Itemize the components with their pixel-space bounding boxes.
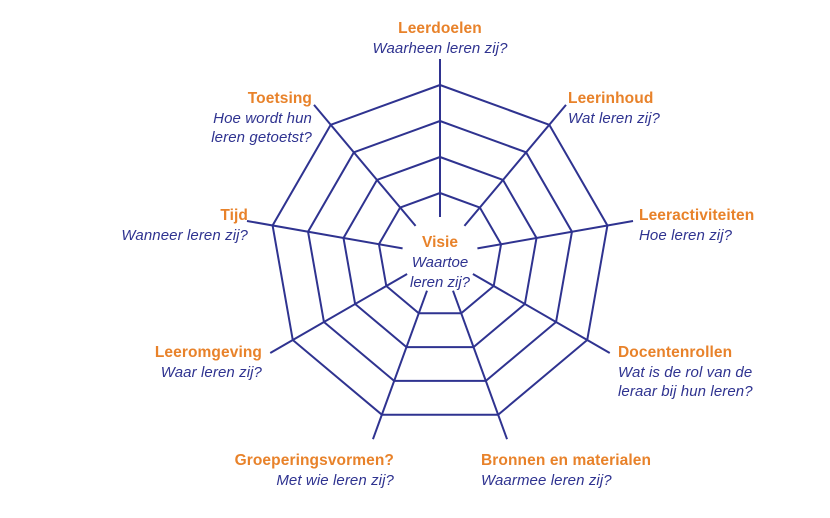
spoke-title-leeractiviteiten: Leeractiviteiten: [639, 207, 755, 224]
spoke-label-leerdoelen: Leerdoelen Waarheen leren zij?: [372, 19, 507, 58]
spoke-label-toetsing: Toetsing Hoe wordt hun leren getoetst?: [148, 89, 312, 147]
spoke-subtitle-toetsing-1: Hoe wordt hun: [213, 109, 312, 127]
center-label: Visie Waartoe leren zij?: [410, 233, 470, 292]
spoke-label-groeperingsvormen: Groeperingsvormen? Met wie leren zij?: [204, 451, 394, 490]
spoke-title-leeromgeving: Leeromgeving: [154, 344, 262, 361]
spoke-subtitle-docentenrollen-1: Wat is de rol van de: [618, 363, 753, 381]
web-ring-4: [271, 83, 609, 416]
web-rings: [271, 83, 609, 416]
spoke-subtitle-tijd-1: Wanneer leren zij?: [121, 226, 248, 244]
web-spoke-leerinhoud: [463, 104, 567, 227]
spoke-title-tijd: Tijd: [220, 207, 248, 224]
web-spoke-bronnen-en-materialen: [452, 290, 508, 440]
spoke-title-bronnen-en-materialen: Bronnen en materialen: [481, 452, 652, 469]
spoke-label-tijd: Tijd Wanneer leren zij?: [64, 206, 248, 245]
spoke-title-leerdoelen: Leerdoelen: [398, 20, 482, 37]
web-ring-1: [377, 191, 503, 315]
spoke-subtitle-groeperingsvormen-1: Met wie leren zij?: [276, 471, 394, 489]
web-spoke-leeractiviteiten: [477, 219, 634, 250]
web-spokes: [246, 59, 634, 440]
center-title: Visie: [422, 234, 458, 251]
spoke-title-leerinhoud: Leerinhoud: [568, 90, 654, 107]
web-spoke-docentenrollen: [472, 273, 611, 354]
web-spoke-groeperingsvormen: [372, 290, 428, 440]
spoke-label-leeromgeving: Leeromgeving Waar leren zij?: [86, 343, 262, 382]
spoke-subtitle-leeromgeving-1: Waar leren zij?: [160, 363, 262, 381]
web-ring-3: [306, 119, 574, 382]
center-subtitle-line1: Waartoe: [411, 254, 469, 272]
spoke-label-leerinhoud: Leerinhoud Wat leren zij?: [568, 89, 660, 128]
spoke-subtitle-leerdoelen-1: Waarheen leren zij?: [372, 39, 508, 57]
spoke-title-groeperingsvormen: Groeperingsvormen?: [234, 452, 394, 469]
center-subtitle-line2: leren zij?: [409, 273, 471, 291]
web-spoke-tijd: [246, 219, 403, 250]
spoke-title-toetsing: Toetsing: [247, 90, 312, 107]
spoke-label-leeractiviteiten: Leeractiviteiten Hoe leren zij?: [639, 206, 754, 245]
spoke-label-docentenrollen: Docentenrollen Wat is de rol van de lera…: [618, 343, 753, 401]
web-ring-2: [342, 155, 538, 349]
spoke-title-docentenrollen: Docentenrollen: [618, 344, 733, 361]
web-spoke-leeromgeving: [269, 273, 408, 354]
web-spoke-toetsing: [313, 104, 417, 227]
spoke-subtitle-toetsing-2: leren getoetst?: [211, 129, 312, 147]
spoke-subtitle-docentenrollen-2: leraar bij hun leren?: [618, 383, 753, 401]
spoke-subtitle-leerinhoud-1: Wat leren zij?: [568, 109, 660, 127]
spoke-subtitle-leeractiviteiten-1: Hoe leren zij?: [639, 226, 733, 244]
spoke-label-bronnen-en-materialen: Bronnen en materialen Waarmee leren zij?: [481, 451, 651, 490]
spoke-subtitle-bronnen-en-materialen-1: Waarmee leren zij?: [481, 471, 612, 489]
